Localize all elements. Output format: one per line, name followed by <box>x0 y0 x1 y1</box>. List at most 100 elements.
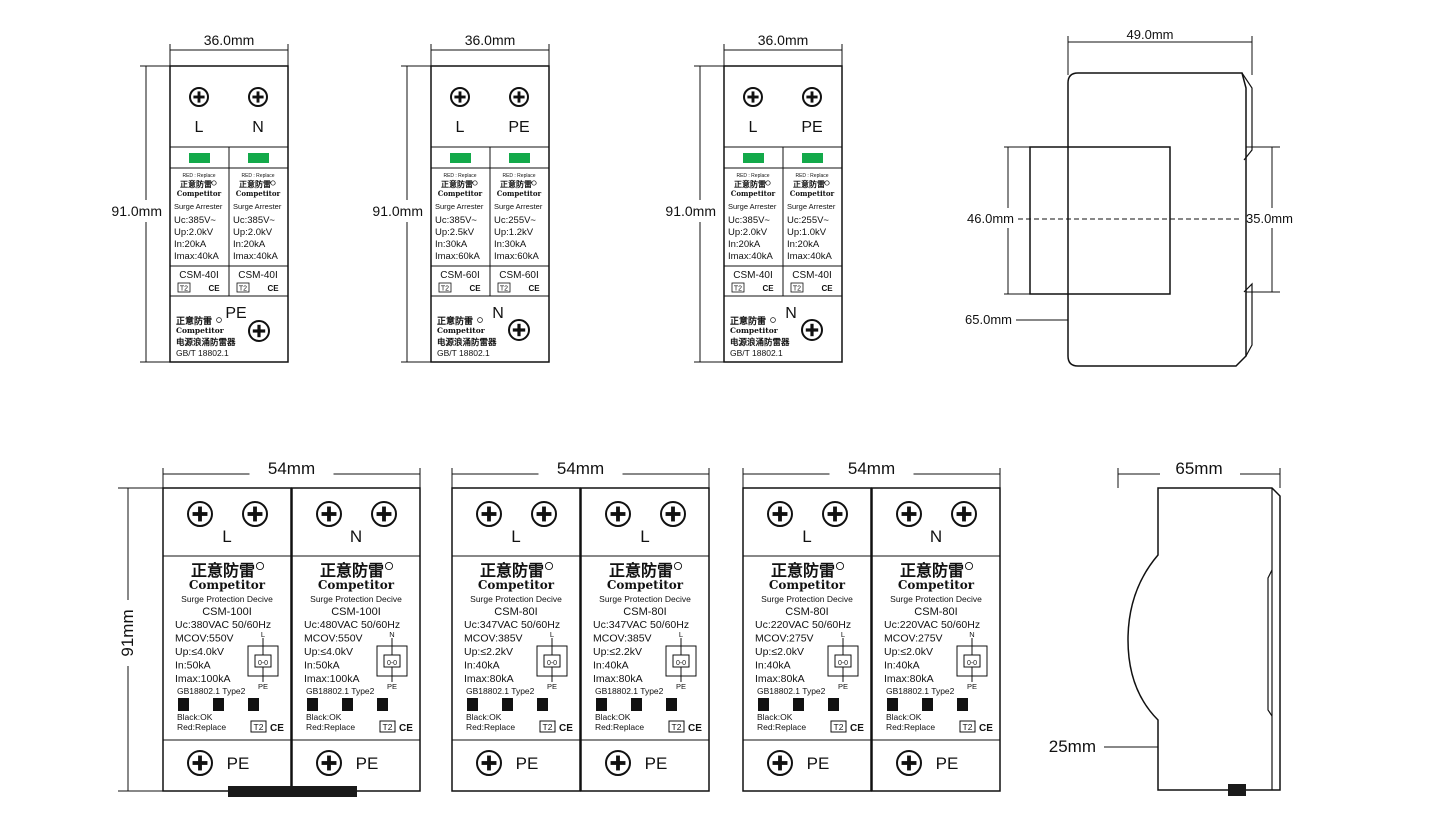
replace-note: RED : Replace <box>795 173 828 179</box>
width-dim-label: 54mm <box>557 459 604 478</box>
label-bg <box>538 460 623 480</box>
class-box <box>497 282 511 293</box>
status-window <box>758 698 769 711</box>
din-latch <box>1228 784 1246 796</box>
legend-ok: Black:OK <box>595 712 631 722</box>
replace-note: RED : Replace <box>736 173 769 179</box>
brand-en: Competitor <box>731 189 776 198</box>
symbol-top-label: L <box>550 630 554 639</box>
terminal-screw-icon <box>802 87 822 107</box>
product-desc: 电源浪涌防雷器 <box>730 337 790 348</box>
spec-line: MCOV:550V <box>304 633 363 645</box>
bottom-dim-label: 25mm <box>1049 737 1096 756</box>
status-indicator <box>189 153 210 163</box>
spec-line: Uc:220VAC 50/60Hz <box>755 619 851 631</box>
standard-label: GB/T 18802.1 <box>437 348 490 358</box>
class-box <box>177 282 191 293</box>
screw-slot-v <box>778 506 782 522</box>
terminal-screw-icon <box>605 750 631 776</box>
screw-ring <box>896 501 922 527</box>
spec-line: Imax:80kA <box>593 673 643 685</box>
bottom-terminal-label: PE <box>936 754 959 773</box>
symbol-bottom-label: PE <box>676 682 686 691</box>
class-label: T2 <box>441 286 449 293</box>
symbol-bottom-label: PE <box>258 682 268 691</box>
legend-replace: Red:Replace <box>886 722 935 732</box>
screw-ring <box>187 501 213 527</box>
spec-line: In:30kA <box>494 239 527 250</box>
spec-line: Imax:80kA <box>464 673 514 685</box>
screw-slot-v <box>382 506 386 522</box>
width-dim-label: 54mm <box>268 459 315 478</box>
status-window <box>793 698 804 711</box>
class-box <box>830 720 847 733</box>
bottom-terminal-label: N <box>785 305 797 322</box>
terminal-screw-icon <box>896 501 922 527</box>
status-window <box>342 698 353 711</box>
screw-slot-v <box>616 506 620 522</box>
screw-slot-v <box>671 506 675 522</box>
spec-line: Imax:60kA <box>494 251 540 262</box>
spec-line: Up:≤4.0kV <box>304 646 353 658</box>
spec-line: Imax:40kA <box>728 251 774 262</box>
spec-line: Up:≤2.0kV <box>755 646 804 658</box>
screw-ring <box>660 501 686 527</box>
ce-mark: CE <box>850 723 864 734</box>
brand-cn: 正意防雷 <box>734 179 766 189</box>
terminal-screw-icon <box>248 320 270 342</box>
model-label: CSM-80I <box>623 606 666 618</box>
class-box <box>250 720 267 733</box>
ce-mark: CE <box>688 723 702 734</box>
registered-icon <box>835 561 845 571</box>
spec-line: Uc:380VAC 50/60Hz <box>175 619 271 631</box>
spec-line: MCOV:385V <box>593 633 652 645</box>
spec-line: In:20kA <box>174 239 207 250</box>
class-label: T2 <box>672 722 682 732</box>
screw-ring <box>767 750 793 776</box>
top-terminal-label: L <box>640 527 649 546</box>
spec-line: Imax:100kA <box>304 673 359 685</box>
terminal-screw-icon <box>187 750 213 776</box>
registered-icon <box>531 180 537 186</box>
standard-label: GB18802.1 Type2 <box>886 686 955 696</box>
screw-ring <box>187 750 213 776</box>
spec-line: Up:≤2.2kV <box>464 646 513 658</box>
ce-mark: CE <box>267 284 279 293</box>
screw-ring <box>316 501 342 527</box>
registered-icon <box>765 180 771 186</box>
label-bg <box>249 460 334 480</box>
brand-en: Competitor <box>176 326 225 335</box>
standard-label: GB18802.1 Type2 <box>757 686 826 696</box>
brand-en: Competitor <box>318 578 395 592</box>
replace-note: RED : Replace <box>182 173 215 179</box>
standard-label: GB18802.1 Type2 <box>177 686 246 696</box>
brand-cn: 正意防雷 <box>480 561 544 580</box>
registered-icon <box>544 561 554 571</box>
class-label: T2 <box>383 722 393 732</box>
spec-line: Up:2.5kV <box>435 227 475 238</box>
class-box <box>790 282 804 293</box>
spec-line: Up:1.0kV <box>787 227 827 238</box>
varistor-glyph: 0-0 <box>676 660 686 667</box>
module-outline <box>169 65 289 363</box>
product-type: Surge Protection Decive <box>470 594 562 604</box>
brand-en: Competitor <box>790 189 835 198</box>
symbol-top-label: L <box>841 630 845 639</box>
terminal-screw-icon <box>531 501 557 527</box>
top-terminal-label: L <box>511 527 520 546</box>
brand-en: Competitor <box>236 189 281 198</box>
brand-cn: 正意防雷 <box>500 179 532 189</box>
din-clip-outline <box>1241 72 1253 357</box>
screw-slot-v <box>833 506 837 522</box>
class-box <box>959 720 976 733</box>
screw-ring <box>951 501 977 527</box>
spec-line: Uc:255V~ <box>787 215 829 226</box>
product-type: Surge Protection Decive <box>890 594 982 604</box>
screw-ring <box>508 319 530 341</box>
brand-en: Competitor <box>730 326 779 335</box>
screw-ring <box>822 501 848 527</box>
